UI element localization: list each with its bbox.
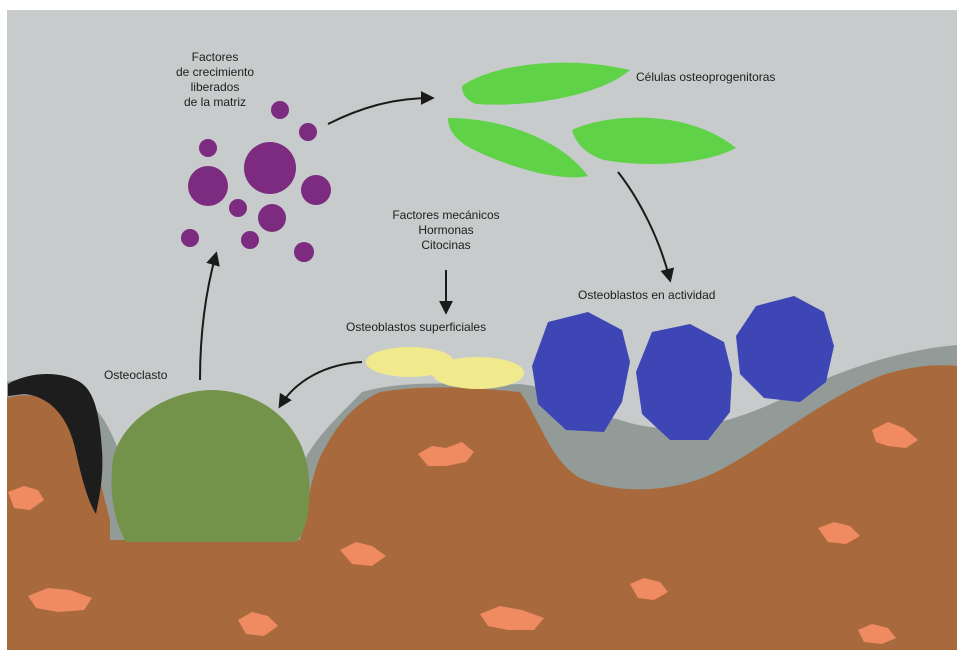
stimuli-line: Citocinas (366, 238, 526, 253)
growth-factor (244, 142, 296, 194)
growth-factors-label: Factores de crecimiento liberados de la … (150, 50, 280, 110)
growth-factor (188, 166, 228, 206)
growth-factors-line: liberados (150, 80, 280, 95)
stimuli-label: Factores mecánicos Hormonas Citocinas (366, 208, 526, 253)
growth-factor (294, 242, 314, 262)
growth-factors-line: de la matriz (150, 95, 280, 110)
surface-osteoblasts-label: Osteoblastos superficiales (346, 320, 486, 335)
growth-factors-line: Factores (150, 50, 280, 65)
stimuli-line: Factores mecánicos (366, 208, 526, 223)
growth-factor (229, 199, 247, 217)
growth-factor (258, 204, 286, 232)
growth-factor (241, 231, 259, 249)
growth-factor (299, 123, 317, 141)
active-osteoblasts-label: Osteoblastos en actividad (578, 288, 715, 303)
stimuli-line: Hormonas (366, 223, 526, 238)
growth-factors-line: de crecimiento (150, 65, 280, 80)
growth-factor (199, 139, 217, 157)
progenitor-cells-label: Células osteoprogenitoras (636, 70, 775, 85)
osteoclast-label: Osteoclasto (104, 368, 167, 383)
growth-factor (301, 175, 331, 205)
surface-osteoblast (432, 357, 524, 389)
growth-factor (181, 229, 199, 247)
